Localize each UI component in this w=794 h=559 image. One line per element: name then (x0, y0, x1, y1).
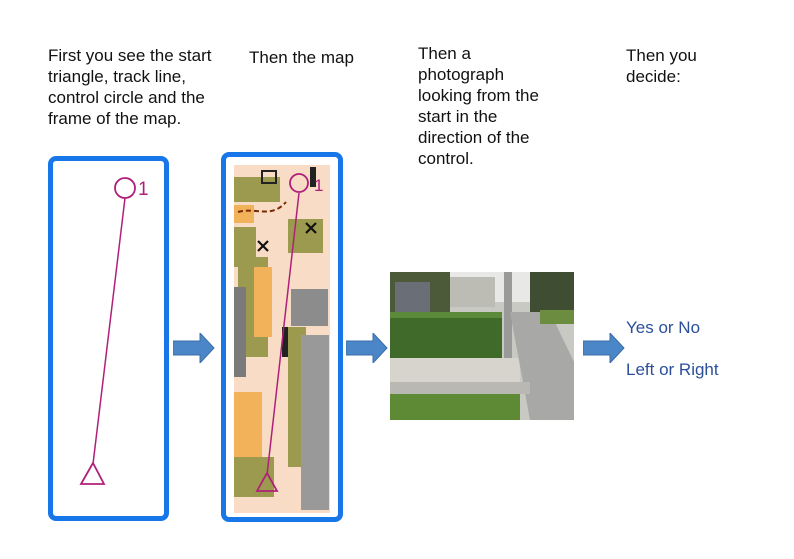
svg-text:1: 1 (314, 176, 323, 195)
map-panel: 1 (221, 152, 343, 522)
course-overprint: 1 (79, 177, 149, 485)
step1-caption: First you see the start triangle, track … (48, 46, 212, 128)
arrow-right-icon (346, 333, 388, 363)
control-number: 1 (138, 179, 149, 200)
arrow-right-icon (173, 333, 215, 363)
course-panel: 1 (48, 156, 169, 521)
control-circle (114, 177, 136, 199)
step4-caption: Then you decide: (626, 46, 697, 86)
orienteering-map: 1 (234, 165, 330, 513)
arrow-right-icon (583, 333, 625, 363)
start-photograph (390, 272, 574, 420)
start-triangle (79, 461, 106, 485)
step2-caption: Then the map (249, 48, 354, 67)
track-line (92, 197, 126, 465)
choice-left-right: Left or Right (626, 360, 719, 379)
choice-yes-no: Yes or No (626, 318, 701, 337)
step3-caption: Then a photograph looking from the start… (418, 44, 539, 168)
